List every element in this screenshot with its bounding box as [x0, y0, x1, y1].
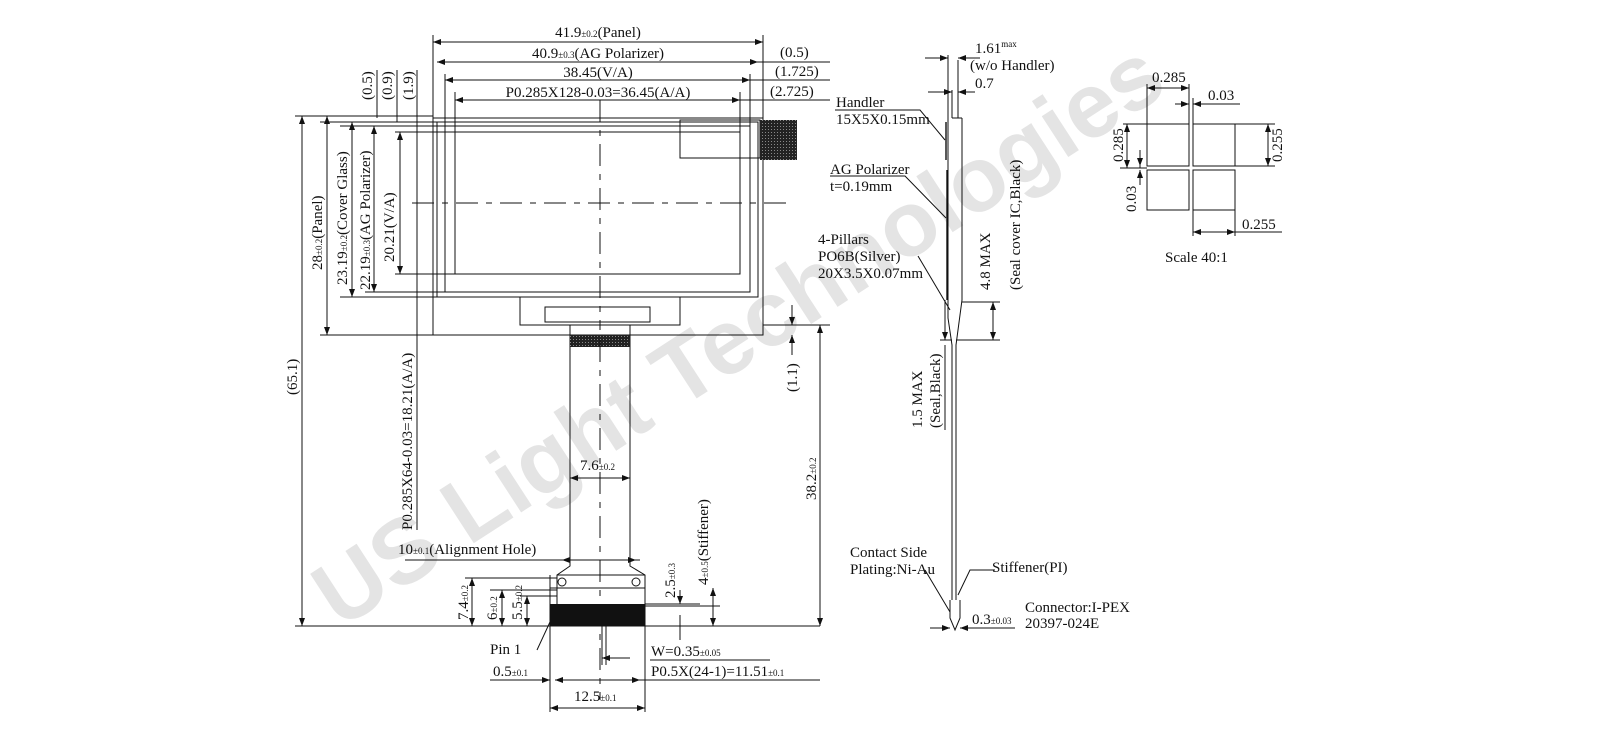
dim-polarizer-width: 40.9±0.3(AG Polarizer) [532, 46, 664, 62]
dim-fpc-length: 38.2±0.2 [804, 458, 820, 500]
contact-side-label: Contact Side [850, 545, 927, 561]
seal-max: 1.5 MAX [910, 370, 926, 428]
dim-edge: 0.5±0.1 [493, 664, 528, 680]
pillars-label: 4-Pillars [818, 232, 869, 248]
polarizer-label: AG Polarizer [830, 162, 910, 178]
contact-plating: Plating:Ni-Au [850, 562, 935, 578]
dim-stiffener: 4±0.5(Stiffener) [696, 499, 712, 585]
dim-panel-width: 41.9±0.2(Panel) [555, 25, 641, 41]
dim-r3: (2.725) [770, 84, 814, 100]
dim-gap: (1.1) [785, 363, 801, 392]
dim-6: 6±0.2 [485, 596, 501, 620]
dim-aa-height: P0.285X64-0.03=18.21(A/A) [400, 353, 416, 530]
pin1-label: Pin 1 [490, 642, 521, 658]
dim-va-width: 38.45(V/A) [563, 65, 633, 81]
stiffener-label: Stiffener(PI) [992, 560, 1068, 576]
dim-7-4: 7.4±0.2 [456, 585, 472, 620]
dim-aa-width: P0.285X128-0.03=36.45(A/A) [506, 85, 691, 101]
pillars-size: 20X3.5X0.07mm [818, 266, 923, 282]
dim-total-height: (65.1) [285, 359, 301, 395]
connector-thickness: 0.3±0.03 [972, 612, 1012, 628]
dim-glass-height: 23.19±0.2(Cover Glass) [335, 151, 351, 285]
detail-gap-x: 0.03 [1208, 88, 1234, 104]
dim-pad-width: W=0.35±0.05 [651, 644, 721, 660]
seal-ic-note: (Seal cover IC,Black) [1008, 160, 1024, 290]
dim-5-5: 5.5±0.2 [510, 585, 526, 620]
connector-label: Connector:I-PEX [1025, 600, 1130, 616]
handler-size: 15X5X0.15mm [836, 112, 930, 128]
detail-size-x: 0.255 [1242, 217, 1276, 233]
handler-label: Handler [836, 95, 884, 111]
viewing-area [444, 125, 751, 293]
dim-l2: (0.9) [380, 71, 396, 100]
dim-l1: (0.5) [360, 71, 376, 100]
dim-va-height: 20.21(V/A) [382, 192, 398, 262]
detail-size-y: 0.255 [1270, 128, 1286, 162]
side-0-7: 0.7 [975, 76, 994, 92]
contact-pads [550, 604, 645, 626]
detail-pitch-x: 0.285 [1152, 70, 1186, 86]
dim-r1: (0.5) [780, 45, 809, 61]
dim-panel-height: 28±0.2(Panel) [310, 195, 326, 270]
side-view: 1.61max (w/o Handler) 0.7 Handler 15X5X0… [818, 39, 1130, 632]
dim-polarizer-height: 22.19±0.3(AG Polarizer) [358, 150, 374, 290]
dim-tail-width: 12.5±0.1 [574, 689, 616, 705]
seal-ic-max: 4.8 MAX [978, 232, 994, 290]
front-view: 41.9±0.2(Panel) 40.9±0.3(AG Polarizer) 3… [285, 25, 830, 712]
polarizer-outline [436, 121, 759, 298]
dim-l3: (1.9) [401, 71, 417, 100]
detail-scale: Scale 40:1 [1165, 250, 1228, 266]
seal-note: (Seal,Black) [928, 353, 944, 428]
dim-fpc-width: 7.6±0.2 [580, 458, 615, 474]
detail-gap-y: 0.03 [1124, 186, 1140, 212]
pixel-detail: 0.285 0.03 0.285 0.255 0.03 0.255 Scale … [1111, 70, 1286, 266]
detail-pitch-y: 0.285 [1111, 128, 1127, 162]
dim-2-5: 2.5±0.3 [663, 563, 679, 598]
handler-tab [760, 120, 797, 160]
polarizer-thickness: t=0.19mm [830, 179, 893, 195]
dim-r2: (1.725) [775, 64, 819, 80]
connector-part: 20397-024E [1025, 616, 1099, 632]
dim-pitch: P0.5X(24-1)=11.51±0.1 [651, 664, 784, 680]
pillars-material: PO6B(Silver) [818, 249, 901, 265]
dim-alignment-hole: 10±0.1(Alignment Hole) [398, 542, 536, 558]
side-thickness: 1.61max [975, 39, 1017, 57]
side-thickness-note: (w/o Handler) [970, 58, 1055, 74]
